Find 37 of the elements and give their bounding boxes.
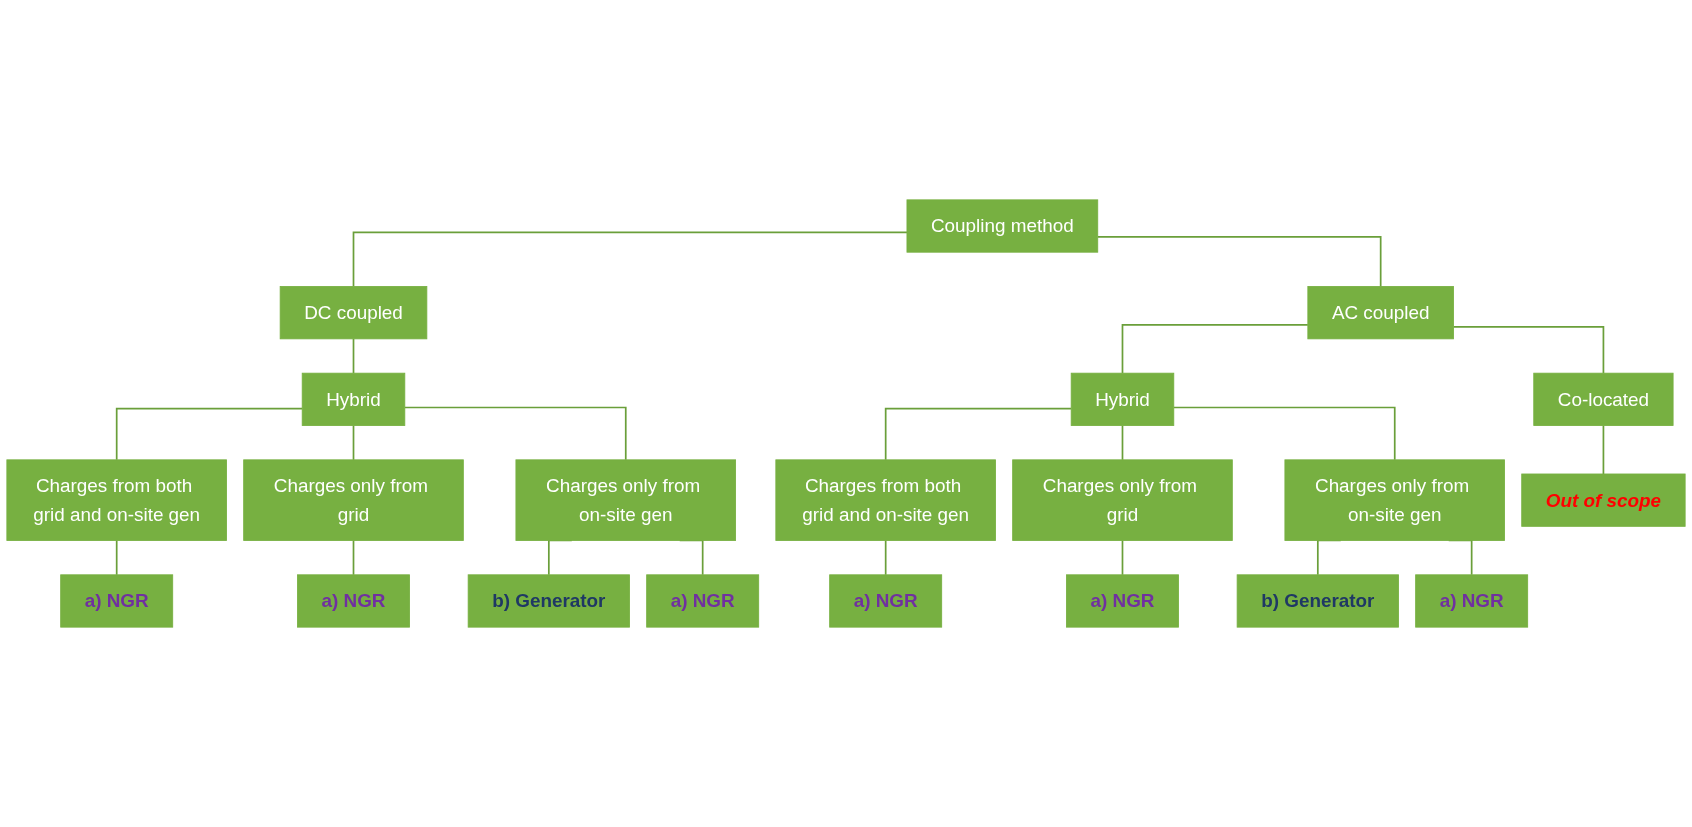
node-box: Charges only from on-site gen	[515, 459, 736, 541]
node-box: Hybrid	[301, 372, 406, 426]
node-box: a) NGR	[646, 574, 760, 628]
node-box: a) NGR	[297, 574, 410, 628]
connector	[352, 231, 908, 288]
connector	[1121, 539, 1124, 576]
node-box: a) NGR	[60, 574, 174, 628]
node-box: a) NGR	[829, 574, 943, 628]
node-box: Charges from both grid and on-site gen	[6, 459, 227, 541]
connector	[884, 407, 1073, 461]
node-box: a) NGR	[1415, 574, 1529, 628]
node-box: Hybrid	[1070, 372, 1175, 426]
connector	[1452, 326, 1605, 375]
node-box: Co-located	[1533, 372, 1674, 426]
node-box: Coupling method	[906, 199, 1099, 253]
connector	[884, 539, 887, 576]
connector	[403, 406, 627, 461]
node-box: DC coupled	[279, 286, 428, 340]
connector	[352, 338, 355, 375]
node-box: Charges from both grid and on-site gen	[775, 459, 996, 541]
connector	[352, 424, 355, 461]
node-box: Charges only from grid	[1012, 459, 1233, 541]
connector	[1121, 324, 1309, 375]
connector	[1602, 424, 1605, 475]
connector	[1121, 424, 1124, 461]
node-box: b) Generator	[467, 574, 630, 628]
connector	[1172, 406, 1396, 461]
connector	[115, 407, 304, 461]
connector	[352, 539, 355, 576]
node-box: Out of scope	[1521, 473, 1686, 527]
node-box: Charges only from grid	[243, 459, 464, 541]
node-box: AC coupled	[1307, 286, 1454, 340]
node-box: b) Generator	[1236, 574, 1399, 628]
node-box: Charges only from on-site gen	[1284, 459, 1505, 541]
node-box: a) NGR	[1066, 574, 1179, 628]
connector	[1096, 236, 1382, 288]
connector	[115, 539, 118, 576]
